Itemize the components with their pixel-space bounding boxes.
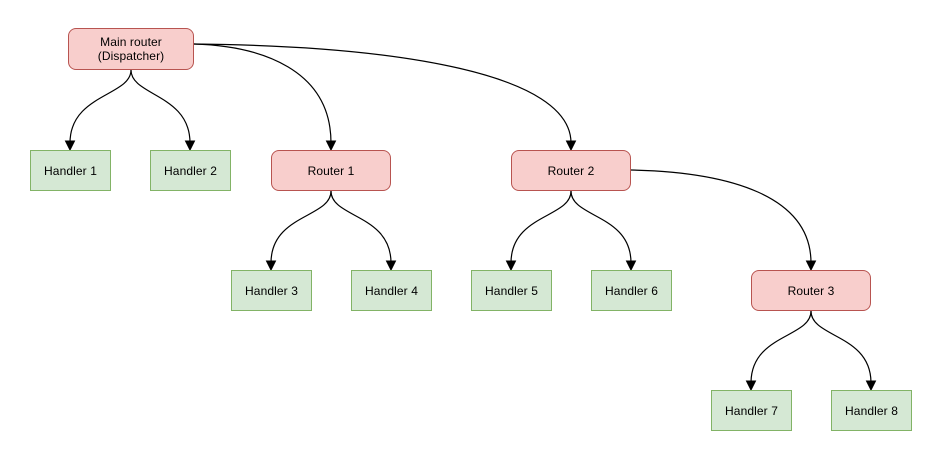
node-label-router-3: Router 3	[787, 283, 835, 298]
arrowhead-icon	[265, 260, 277, 272]
arrowhead-icon	[745, 380, 757, 392]
node-label-handler-8: Handler 8	[845, 403, 898, 418]
edge-main-router-to-router-1	[193, 43, 337, 152]
node-router-1[interactable]: Router 1	[271, 150, 391, 191]
node-label-router-2: Router 2	[547, 163, 595, 178]
edge-line	[570, 190, 632, 264]
node-label-handler-3: Handler 3	[245, 283, 298, 298]
arrowhead-icon	[325, 140, 337, 152]
node-handler-4[interactable]: Handler 4	[351, 270, 432, 311]
node-handler-2[interactable]: Handler 2	[150, 150, 231, 191]
edge-router-2-to-handler-6	[570, 190, 637, 272]
edge-router-3-to-handler-7	[745, 310, 812, 392]
arrowhead-icon	[64, 140, 76, 152]
edge-main-router-to-router-2	[193, 43, 577, 152]
node-handler-5[interactable]: Handler 5	[471, 270, 552, 311]
edge-router-3-to-handler-8	[810, 310, 877, 392]
arrowhead-icon	[805, 260, 817, 272]
arrowhead-icon	[184, 140, 196, 152]
node-router-3[interactable]: Router 3	[751, 270, 871, 311]
edge-line	[510, 190, 572, 264]
node-label-handler-4: Handler 4	[365, 283, 418, 298]
node-main-router[interactable]: Main router (Dispatcher)	[68, 28, 194, 70]
node-label-handler-7: Handler 7	[725, 403, 778, 418]
node-handler-1[interactable]: Handler 1	[30, 150, 111, 191]
edge-router-1-to-handler-3	[265, 190, 332, 272]
node-label-handler-5: Handler 5	[485, 283, 538, 298]
edge-line	[193, 43, 332, 144]
edge-main-router-to-handler-1	[64, 69, 132, 152]
edge-router-2-to-router-3	[630, 169, 817, 272]
edge-line	[270, 190, 332, 264]
edge-line	[193, 43, 572, 144]
edge-line	[750, 310, 812, 384]
arrowhead-icon	[385, 260, 397, 272]
node-label-handler-6: Handler 6	[605, 283, 658, 298]
arrowhead-icon	[505, 260, 517, 272]
arrowhead-icon	[865, 380, 877, 392]
edge-line	[630, 169, 812, 264]
node-handler-7[interactable]: Handler 7	[711, 390, 792, 431]
edge-router-1-to-handler-4	[330, 190, 397, 272]
edge-line	[810, 310, 872, 384]
edge-line	[330, 190, 392, 264]
node-router-2[interactable]: Router 2	[511, 150, 631, 191]
node-handler-3[interactable]: Handler 3	[231, 270, 312, 311]
node-handler-8[interactable]: Handler 8	[831, 390, 912, 431]
node-label-handler-1: Handler 1	[44, 163, 97, 178]
node-label-handler-2: Handler 2	[164, 163, 217, 178]
edge-line	[69, 69, 132, 144]
node-label-main-router: Main router (Dispatcher)	[97, 35, 165, 63]
arrowhead-icon	[625, 260, 637, 272]
node-label-router-1: Router 1	[307, 163, 355, 178]
edge-main-router-to-handler-2	[130, 69, 196, 152]
edge-line	[130, 69, 191, 144]
node-handler-6[interactable]: Handler 6	[591, 270, 672, 311]
edge-router-2-to-handler-5	[505, 190, 572, 272]
arrowhead-icon	[565, 140, 577, 152]
